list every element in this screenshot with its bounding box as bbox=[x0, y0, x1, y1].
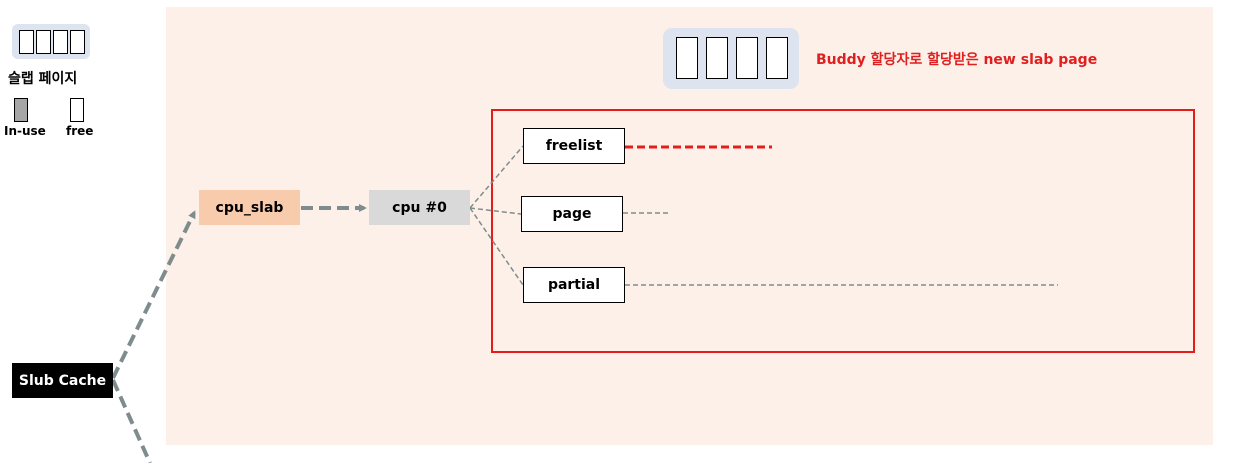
legend-free-label: free bbox=[66, 124, 94, 138]
cpu0-to-page-connector bbox=[469, 207, 522, 215]
slub-cache-node: Slub Cache bbox=[12, 363, 113, 398]
page-slot bbox=[676, 37, 698, 79]
cpu-slab-node: cpu_slab bbox=[199, 190, 300, 225]
legend-slot bbox=[53, 30, 68, 54]
slub-to-offscreen-connector bbox=[111, 379, 152, 463]
partial-node: partial bbox=[523, 267, 625, 303]
kmem-cache-cpu-highlight bbox=[491, 109, 1195, 353]
cpu0-to-freelist-connector bbox=[469, 145, 524, 209]
legend-slot bbox=[70, 30, 85, 54]
legend-title: 슬랩 페이지 bbox=[8, 71, 78, 87]
cpu0-to-partial-connector bbox=[469, 207, 524, 286]
page-slot bbox=[706, 37, 728, 79]
new-slab-page-caption: Buddy 할당자로 할당받은 new slab page bbox=[816, 52, 1098, 68]
slub-to-cpuslab-connector bbox=[111, 210, 196, 379]
legend-inuse-swatch bbox=[14, 98, 28, 122]
new-slab-page-icon bbox=[663, 28, 799, 89]
page-slot bbox=[736, 37, 758, 79]
legend-slot bbox=[36, 30, 51, 54]
page-node: page bbox=[521, 196, 623, 232]
freelist-node: freelist bbox=[523, 128, 625, 164]
legend-slab-page-icon bbox=[12, 24, 90, 59]
page-slot bbox=[766, 37, 788, 79]
legend-slot bbox=[19, 30, 34, 54]
legend-free-swatch bbox=[70, 98, 84, 122]
legend-inuse-label: In-use bbox=[4, 124, 46, 138]
cpu0-node: cpu #0 bbox=[369, 190, 470, 225]
